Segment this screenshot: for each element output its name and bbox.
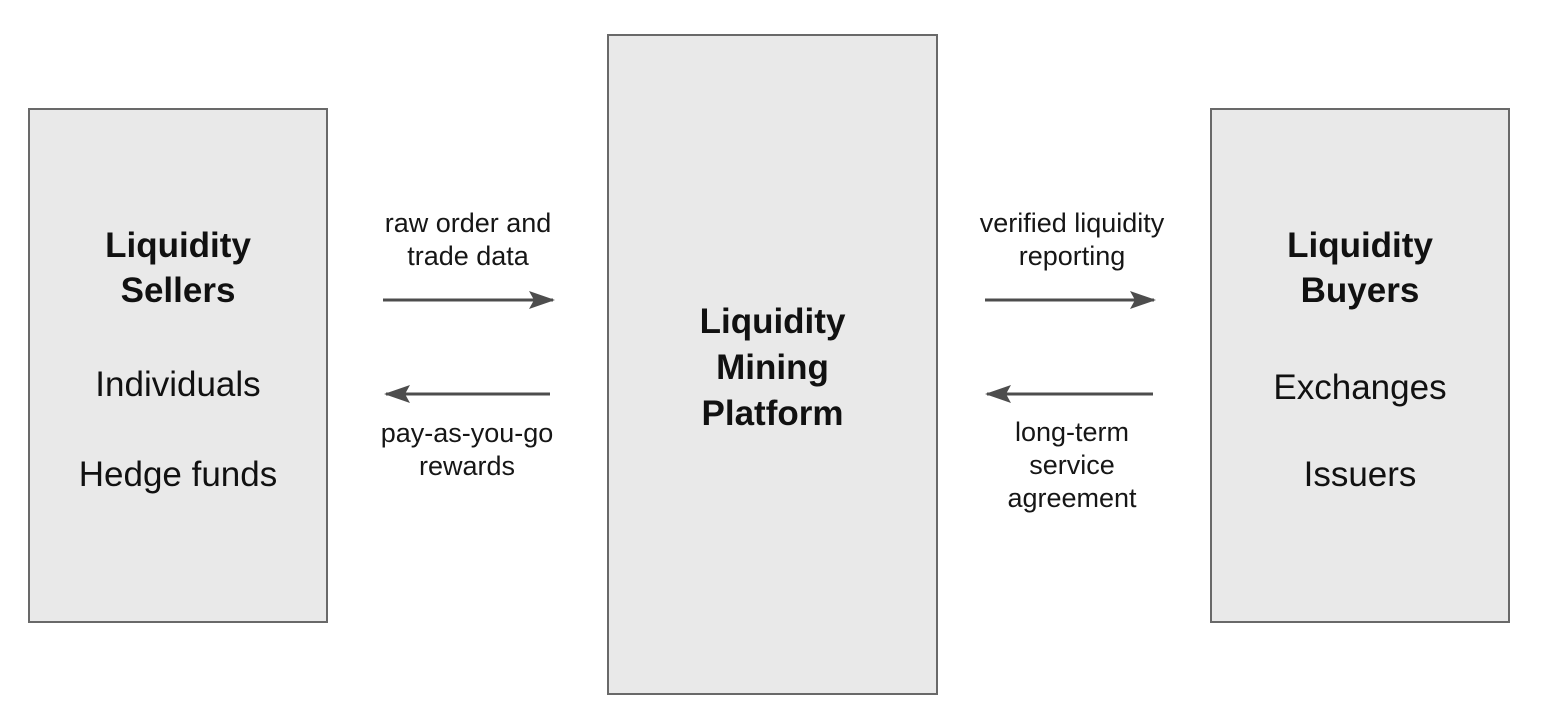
node-item-exchanges: Exchanges bbox=[1273, 368, 1447, 407]
node-title-liquidity-mining-platform: Liquidity Mining Platform bbox=[699, 302, 846, 433]
flow-label-long-term-service-agreement: long-term service agreement bbox=[1007, 417, 1137, 513]
node-item-hedge-funds: Hedge funds bbox=[78, 455, 278, 494]
node-liquidity-mining-platform: Liquidity Mining Platform bbox=[607, 34, 938, 695]
node-item-individuals: Individuals bbox=[95, 365, 261, 404]
node-liquidity-sellers: Liquidity Sellers Individuals Hedge fund… bbox=[28, 108, 328, 623]
flow-label-pay-as-you-go-rewards: pay-as-you-go rewards bbox=[380, 418, 554, 481]
node-item-issuers: Issuers bbox=[1303, 455, 1417, 494]
node-liquidity-buyers: Liquidity Buyers Exchanges Issuers bbox=[1210, 108, 1510, 623]
flow-label-verified-liquidity-reporting: verified liquidity reporting bbox=[979, 208, 1165, 271]
flow-label-raw-order-trade-data: raw order and trade data bbox=[384, 208, 552, 271]
node-title-liquidity-buyers: Liquidity Buyers bbox=[1287, 226, 1433, 310]
node-title-liquidity-sellers: Liquidity Sellers bbox=[105, 226, 251, 310]
